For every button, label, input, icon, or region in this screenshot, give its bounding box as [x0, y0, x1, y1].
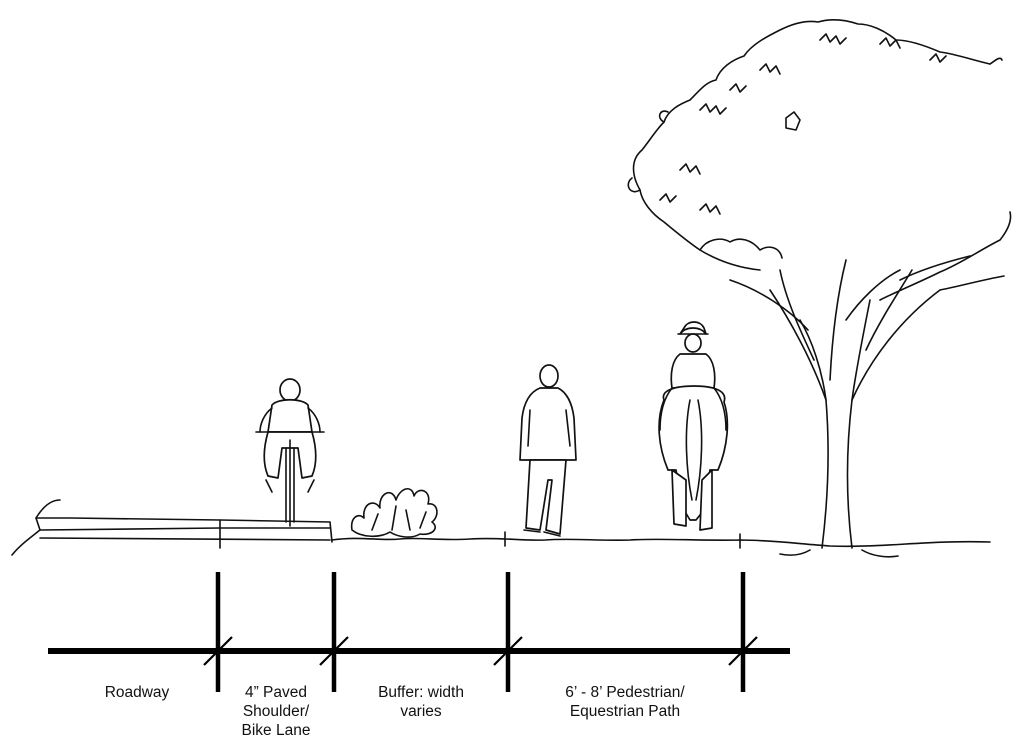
pedestrian — [519, 364, 577, 537]
label-line: Bike Lane — [241, 722, 311, 739]
ground-line — [11, 499, 991, 556]
label-line: 4” Paved — [244, 684, 308, 701]
label-line: Roadway — [104, 684, 170, 701]
bike-lane-label: 4” Paved Shoulder/ Bike Lane — [222, 683, 330, 740]
buffer-label: Buffer: width varies — [346, 683, 496, 721]
horse-rider — [658, 321, 729, 531]
shrub — [350, 488, 438, 538]
roadway-label: Roadway — [82, 683, 192, 702]
dimension-line — [48, 572, 790, 692]
label-line: Equestrian Path — [569, 703, 681, 720]
tree — [627, 19, 1012, 558]
label-line: Shoulder/ — [242, 703, 310, 720]
path-label: 6’ - 8’ Pedestrian/ Equestrian Path — [530, 683, 720, 721]
label-line: Buffer: width — [378, 684, 464, 701]
cyclist — [255, 378, 325, 527]
label-line: 6’ - 8’ Pedestrian/ — [565, 684, 685, 701]
label-line: varies — [400, 703, 442, 720]
